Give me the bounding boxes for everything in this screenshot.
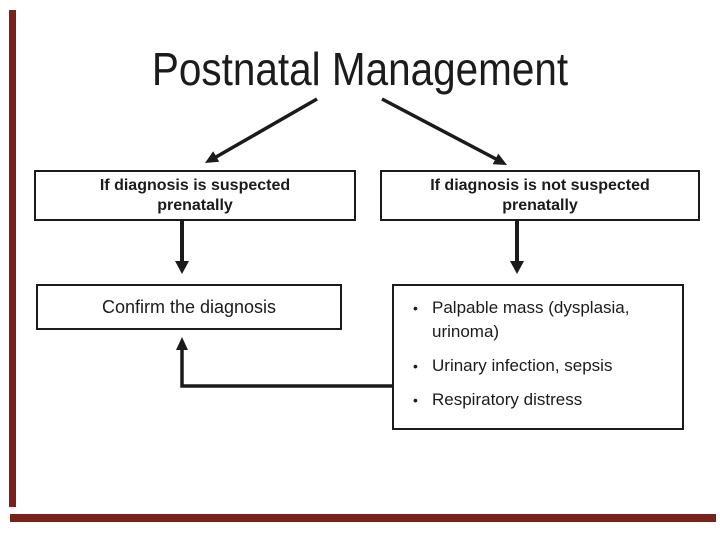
arrowhead-right-diagonal-icon: [492, 153, 507, 165]
action-box-confirm-diagnosis-label: Confirm the diagnosis: [101, 296, 277, 317]
list-item: • Palpable mass (dysplasia, urinoma): [406, 296, 672, 344]
slide-title: Postnatal Management: [151, 43, 569, 95]
sign-urinary-infection: Urinary infection, sepsis: [432, 356, 613, 375]
connector-title-to-right: [381, 97, 507, 165]
list-item: • Urinary infection, sepsis: [406, 354, 672, 378]
condition-box-not-suspected: If diagnosis is not suspected prenatally: [380, 170, 700, 221]
condition-box-not-suspected-label: If diagnosis is not suspected prenatally: [430, 176, 650, 214]
bullet-icon: •: [413, 300, 418, 316]
arrowhead-up-elbow-icon: [176, 337, 188, 350]
signs-list-box: • Palpable mass (dysplasia, urinoma) • U…: [392, 284, 684, 430]
arrowhead-down-left-icon: [175, 261, 189, 274]
condition-box-suspected-label: If diagnosis is suspected prenatally: [99, 176, 291, 214]
sign-palpable-mass: Palpable mass (dysplasia, urinoma): [432, 298, 630, 341]
connector-left-condition-to-action: [175, 221, 189, 274]
list-item: • Respiratory distress: [406, 388, 672, 412]
slide-frame-bottom-bar: [10, 514, 716, 522]
slide-frame-left-bar: [9, 10, 16, 507]
sign-respiratory-distress: Respiratory distress: [432, 390, 583, 409]
bullet-icon: •: [413, 358, 418, 374]
action-box-confirm-diagnosis: Confirm the diagnosis: [36, 284, 342, 330]
connector-right-condition-to-signs: [510, 221, 524, 274]
connector-signs-to-action: [176, 337, 392, 388]
arrowhead-left-diagonal-icon: [205, 151, 220, 163]
connector-title-to-left: [205, 97, 318, 163]
condition-box-suspected: If diagnosis is suspected prenatally: [34, 170, 356, 221]
arrowhead-down-right-icon: [510, 261, 524, 274]
bullet-icon: •: [413, 392, 418, 408]
